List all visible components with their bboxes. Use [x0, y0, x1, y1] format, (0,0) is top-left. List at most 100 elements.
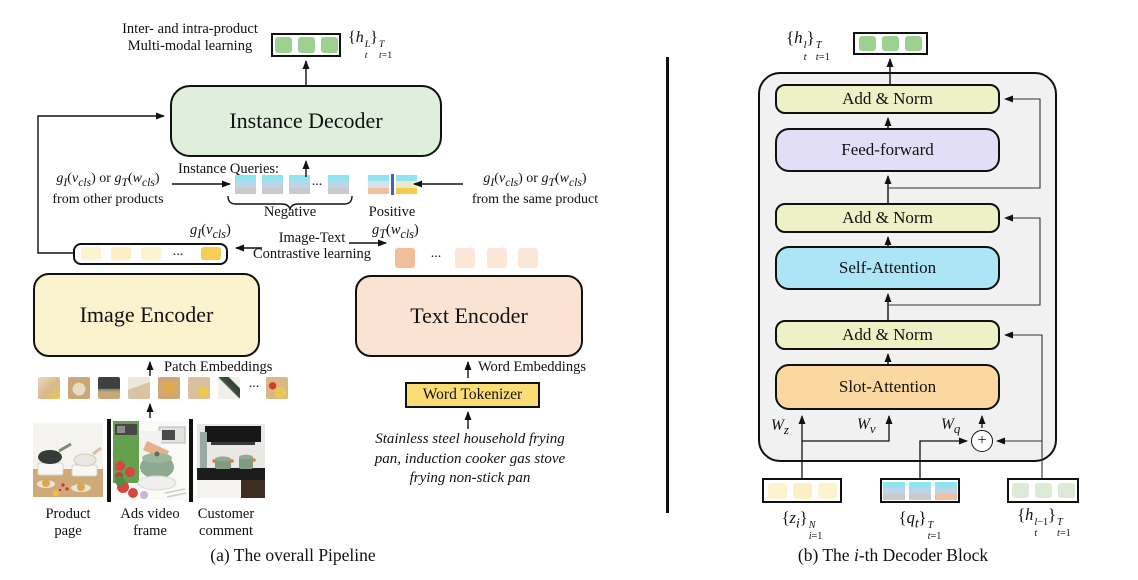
add-norm-block-bottom: Add & Norm	[775, 320, 1000, 350]
add-norm-label: Add & Norm	[842, 89, 933, 108]
instance-decoder-label: Instance Decoder	[229, 108, 383, 133]
photo-label-line: comment	[199, 523, 253, 539]
image-patch	[218, 377, 240, 399]
product-title-line: Stainless steel household frying	[375, 431, 565, 447]
slot-attention-block: Slot-Attention	[775, 364, 1000, 410]
output-token	[320, 37, 338, 53]
output-token	[905, 36, 922, 51]
decoder-output-tokens-box	[271, 33, 341, 57]
q-token	[935, 481, 957, 500]
image-token-row: ...	[73, 243, 228, 265]
q-token	[909, 481, 931, 500]
ads-video-frame-photo	[113, 421, 187, 500]
multimodal-learning-note: Inter- and intra-product Multi-modal lea…	[95, 21, 285, 55]
photo-separator	[189, 419, 193, 502]
image-token-ellipsis: ...	[172, 244, 184, 259]
w-z-label: Wz	[771, 417, 789, 438]
positive-divider-bar	[391, 174, 394, 195]
note-line1: Inter- and intra-product	[122, 21, 258, 37]
word-tokenizer-label: Word Tokenizer	[422, 386, 523, 403]
product-title-line: pan, induction cooker gas stove	[374, 450, 566, 467]
image-patch	[266, 377, 288, 399]
negative-source-line2: from other products	[52, 191, 164, 207]
decoder-block-output-tokens-box	[853, 32, 928, 55]
add-norm-block-middle: Add & Norm	[775, 203, 1000, 233]
output-token	[859, 36, 876, 51]
image-token	[81, 247, 101, 260]
patch-embeddings-label: Patch Embeddings	[164, 359, 273, 375]
photo-label-line: frame	[133, 523, 167, 539]
negative-query-token	[235, 175, 256, 194]
add-norm-label: Add & Norm	[842, 208, 933, 227]
positive-query-token	[396, 175, 417, 194]
contrastive-line2: Contrastive learning	[253, 245, 371, 262]
product-title-line: frying non-stick pan	[409, 470, 531, 486]
h-token	[1057, 483, 1075, 498]
negative-source-math: gI(vcls) or gT(wcls)	[56, 171, 160, 189]
panel-divider	[666, 57, 669, 513]
queries-ellipsis: ...	[311, 174, 323, 189]
positive-source-line2: from the same product	[471, 191, 599, 207]
image-cls-token	[201, 247, 221, 260]
image-encoder-block: Image Encoder	[33, 273, 260, 357]
negative-query-token	[262, 175, 283, 194]
image-patch	[188, 377, 210, 399]
g-text-cls-label: gT(wcls)	[372, 222, 419, 241]
plus-sign: +	[977, 432, 987, 449]
q-token	[883, 481, 905, 500]
output-token	[882, 36, 899, 51]
image-patch	[128, 377, 150, 399]
product-page-label: Product page	[33, 506, 103, 540]
positive-query-token	[368, 175, 389, 194]
ads-video-frame-label: Ads video frame	[110, 506, 190, 540]
negative-query-token	[289, 175, 310, 194]
add-norm-block-top: Add & Norm	[775, 84, 1000, 114]
word-tokenizer-block: Word Tokenizer	[405, 382, 540, 408]
image-patch	[158, 377, 180, 399]
negative-source-note: gI(vcls) or gT(wcls) from other products	[38, 170, 178, 208]
image-patch	[38, 377, 60, 399]
feed-forward-label: Feed-forward	[841, 140, 934, 159]
image-token	[141, 247, 161, 260]
w-q-label: Wq	[941, 416, 961, 437]
image-patch	[68, 377, 90, 399]
text-token-ellipsis: ...	[430, 246, 442, 261]
contrastive-learning-note: Image-Text Contrastive learning	[252, 230, 372, 262]
word-embeddings-label: Word Embeddings	[478, 359, 586, 375]
panel-a-caption: (a) The overall Pipeline	[210, 545, 376, 565]
note-line2: Multi-modal learning	[127, 38, 253, 54]
output-token	[274, 37, 292, 53]
contrastive-line1: Image-Text	[278, 230, 346, 246]
product-page-photo	[33, 423, 103, 497]
z-token	[792, 482, 812, 499]
photo-label-line: page	[54, 523, 82, 539]
w-v-label: Wv	[857, 416, 876, 437]
photo-label-line: Ads video	[120, 506, 180, 522]
photo-separator	[107, 419, 111, 502]
slot-attention-label: Slot-Attention	[838, 377, 937, 396]
z-tokens-box	[762, 478, 842, 503]
g-image-cls-label: gI(vcls)	[190, 222, 231, 241]
photo-label-line: Product	[45, 506, 91, 522]
negative-query-token	[328, 175, 349, 194]
patch-ellipsis: ...	[248, 376, 260, 391]
product-title-text: Stainless steel household frying pan, in…	[350, 430, 590, 489]
text-encoder-block: Text Encoder	[355, 275, 583, 357]
h-token	[1011, 483, 1029, 498]
feed-forward-block: Feed-forward	[775, 128, 1000, 172]
text-encoder-label: Text Encoder	[410, 303, 528, 328]
q-tokens-box	[880, 478, 960, 503]
add-norm-label: Add & Norm	[842, 325, 933, 344]
photo-label-line: Customer	[197, 506, 255, 522]
negative-label: Negative	[263, 204, 317, 220]
text-token	[455, 248, 475, 268]
text-cls-token	[395, 248, 415, 268]
image-token	[111, 247, 131, 260]
positive-source-math: gI(vcls) or gT(wcls)	[483, 171, 587, 189]
